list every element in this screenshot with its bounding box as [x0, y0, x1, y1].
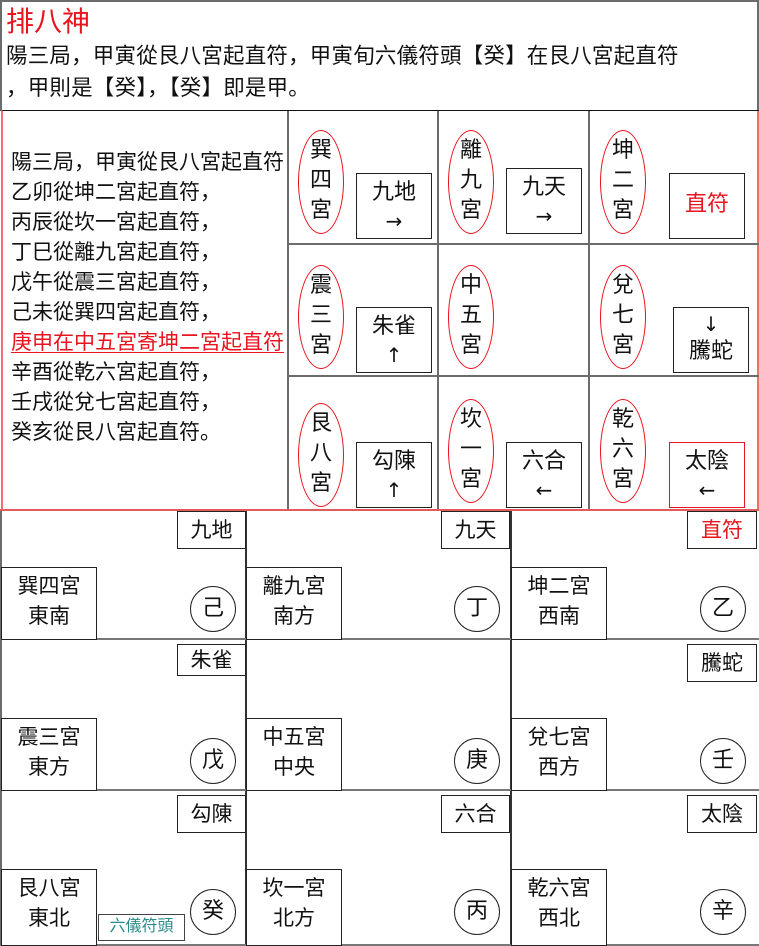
left-text-panel: 陽三局，甲寅從艮八宮起直符 乙卯從坤二宮起直符， 丙辰從坎一宮起直符， 丁巳從離… — [1, 110, 288, 511]
god-box-zhifu: 直符 — [669, 173, 745, 239]
palace-label: 乾六宮 — [611, 407, 634, 492]
palace-ellipse — [448, 399, 494, 503]
upper-palace-grid: 巽四宮 九地 → 離九宮 九天 → 坤二宮 直符 震三宮 朱雀 ↑ — [287, 110, 759, 511]
stem-circle-ding: 丁 — [454, 586, 500, 632]
upper-cell-gen8: 艮八宮 勾陳 ↑ — [287, 377, 437, 511]
palace-label: 兌七宮 — [611, 273, 634, 358]
stem-circle-bing: 丙 — [454, 889, 500, 935]
grid-line — [287, 243, 759, 245]
palace-label: 坎一宮 — [459, 407, 482, 492]
god-label-tengshe: 騰蛇 — [687, 644, 757, 682]
god-box-taiyin: 太陰 ← — [669, 442, 745, 508]
upper-cell-zhong5: 中五宮 — [438, 244, 588, 375]
palace-ellipse — [600, 130, 646, 234]
palace-box-zhen3: 震三宮東方 — [1, 718, 97, 791]
arrow-up-icon: ↑ — [385, 343, 403, 367]
god-box-jiudi: 九地 → — [356, 173, 432, 239]
palace-box-kan1: 坎一宮北方 — [246, 869, 342, 946]
god-box-jiutian: 九天 → — [506, 168, 582, 234]
text-line: 丙辰從坎一宮起直符， — [11, 210, 221, 234]
page-title: 排八神 — [6, 5, 91, 38]
text-line: 戊午從震三宮起直符， — [11, 270, 221, 294]
stem-circle-xin: 辛 — [700, 889, 746, 935]
grid-line — [287, 110, 289, 511]
god-label-zhifu: 直符 — [687, 511, 757, 549]
upper-cell-dui7: 兌七宮 ↓ 騰蛇 — [589, 244, 759, 375]
arrow-left-icon: ← — [535, 478, 553, 502]
palace-ellipse — [448, 265, 494, 369]
palace-box-qian6: 乾六宮西北 — [511, 869, 607, 946]
palace-ellipse — [600, 399, 646, 503]
liuyi-futou-tag: 六儀符頭 — [98, 914, 185, 941]
upper-cell-qian6: 乾六宮 太陰 ← — [589, 377, 759, 511]
stem-circle-wu: 戊 — [190, 738, 236, 784]
palace-ellipse — [298, 403, 344, 507]
palace-box-gen8: 艮八宮東北 — [1, 869, 97, 946]
palace-box-li9: 離九宮南方 — [246, 567, 342, 640]
grid-line — [287, 375, 759, 377]
stem-circle-ji: 己 — [190, 586, 236, 632]
header-description-line-1: 陽三局，甲寅從艮八宮起直符，甲寅旬六儀符頭【癸】在艮八宮起直符 — [6, 44, 679, 69]
palace-box-kun2: 坤二宮西南 — [511, 567, 607, 640]
god-box-gouchen: 勾陳 ↑ — [356, 442, 432, 508]
upper-cell-zhen3: 震三宮 朱雀 ↑ — [287, 244, 437, 375]
palace-box-dui7: 兌七宮西方 — [511, 718, 607, 791]
text-line-highlighted: 庚申在中五宮寄坤二宮起直符 — [11, 330, 284, 354]
arrow-right-icon: → — [385, 209, 403, 233]
palace-ellipse — [448, 130, 494, 234]
palace-ellipse — [298, 265, 344, 369]
palace-label: 震三宮 — [309, 273, 332, 358]
palace-label: 離九宮 — [459, 138, 482, 223]
palace-label: 中五宮 — [459, 273, 482, 358]
god-label-jiudi: 九地 — [177, 511, 246, 549]
grid-line — [0, 789, 759, 791]
palace-ellipse — [600, 265, 646, 369]
arrow-right-icon: → — [535, 204, 553, 228]
grid-line — [588, 110, 590, 511]
palace-label: 艮八宮 — [309, 411, 332, 496]
text-line: 丁巳從離九宮起直符， — [11, 240, 221, 264]
arrow-left-icon: ← — [698, 478, 716, 502]
upper-cell-kan1: 坎一宮 六合 ← — [438, 377, 588, 511]
grid-line — [287, 110, 759, 111]
god-label-zhuque: 朱雀 — [177, 644, 246, 676]
lower-palace-grid: 九地 巽四宮東南 己 九天 離九宮南方 丁 直符 坤二宮西南 乙 朱雀 震三宮東… — [0, 511, 759, 946]
god-box-tengshe: ↓ 騰蛇 — [673, 307, 749, 373]
grid-line — [0, 944, 759, 946]
stem-circle-ren: 壬 — [700, 738, 746, 784]
god-label-gouchen: 勾陳 — [177, 795, 246, 833]
text-line: 陽三局，甲寅從艮八宮起直符 — [11, 150, 284, 174]
god-label-taiyin: 太陰 — [687, 795, 757, 833]
palace-label: 巽四宮 — [309, 138, 332, 223]
text-line: 癸亥從艮八宮起直符。 — [11, 420, 221, 444]
upper-cell-kun2: 坤二宮 直符 — [589, 110, 759, 243]
header-description-line-2: ，甲則是【癸】，【癸】即是甲。 — [6, 76, 311, 101]
divider-line — [0, 509, 759, 511]
god-box-liuhe: 六合 ← — [506, 442, 582, 508]
arrow-down-icon: ↓ — [702, 312, 720, 336]
stem-circle-gui: 癸 — [190, 889, 236, 935]
text-line: 己未從巽四宮起直符， — [11, 300, 221, 324]
palace-ellipse — [298, 130, 344, 234]
text-line: 辛酉從乾六宮起直符， — [11, 360, 221, 384]
palace-label: 坤二宮 — [611, 138, 634, 223]
palace-box-xun4: 巽四宮東南 — [1, 567, 97, 640]
arrow-up-icon: ↑ — [385, 478, 403, 502]
text-line: 乙卯從坤二宮起直符， — [11, 180, 221, 204]
god-label-liuhe: 六合 — [441, 795, 510, 833]
text-line: 壬戌從兌七宮起直符， — [11, 390, 221, 414]
palace-box-zhong5: 中五宮中央 — [246, 718, 342, 791]
grid-line — [437, 110, 439, 511]
upper-cell-xun4: 巽四宮 九地 → — [287, 110, 437, 243]
upper-cell-li9: 離九宮 九天 → — [438, 110, 588, 243]
god-box-zhuque: 朱雀 ↑ — [356, 307, 432, 373]
stem-circle-geng: 庚 — [454, 738, 500, 784]
stem-circle-yi: 乙 — [700, 586, 746, 632]
god-label-jiutian: 九天 — [441, 511, 510, 549]
grid-line — [0, 638, 759, 640]
